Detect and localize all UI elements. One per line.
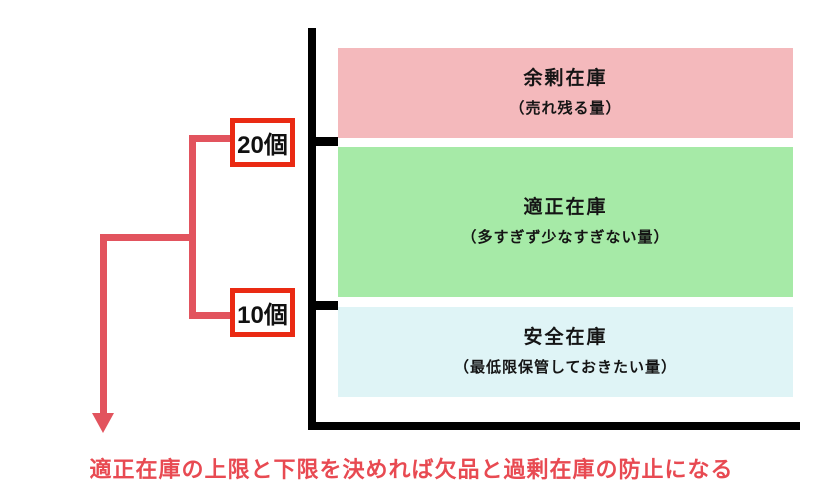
lower-limit-box: 10個	[230, 288, 295, 337]
bracket-arm-upper	[189, 135, 230, 142]
band-safety-inventory: 安全在庫 （最低限保管しておきたい量）	[338, 307, 793, 397]
bracket-spine	[189, 135, 196, 319]
y-axis-tick-upper	[312, 137, 338, 146]
arrow-down-icon	[92, 413, 114, 433]
bracket-arm-middle	[100, 234, 196, 241]
band-optimal-inventory: 適正在庫 （多すぎず少なすぎない量）	[338, 147, 793, 297]
band-subtitle: （売れ残る量）	[509, 100, 622, 118]
band-title: 安全在庫	[523, 326, 608, 348]
band-subtitle: （多すぎず少なすぎない量）	[461, 229, 670, 247]
band-subtitle: （最低限保管しておきたい量）	[453, 359, 678, 377]
band-title: 余剰在庫	[523, 67, 608, 89]
upper-limit-label: 20個	[237, 132, 288, 159]
lower-limit-label: 10個	[237, 302, 288, 329]
y-axis	[308, 28, 316, 430]
y-axis-tick-lower	[312, 301, 338, 310]
arrow-shaft	[100, 234, 107, 414]
x-axis	[308, 422, 800, 430]
bracket-arm-lower	[189, 312, 230, 319]
band-surplus-inventory: 余剰在庫 （売れ残る量）	[338, 48, 793, 138]
caption-text: 適正在庫の上限と下限を決めれば欠品と過剰在庫の防止になる	[89, 457, 734, 482]
upper-limit-box: 20個	[230, 118, 295, 167]
band-title: 適正在庫	[523, 196, 608, 218]
